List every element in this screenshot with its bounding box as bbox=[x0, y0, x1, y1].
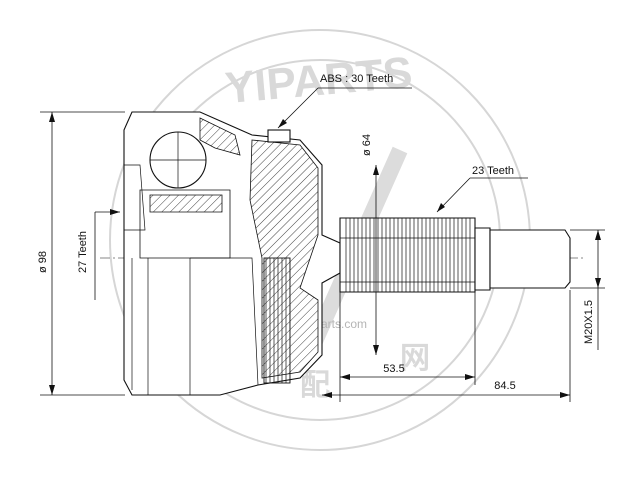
dim-diameter-64: ø 64 bbox=[361, 134, 379, 355]
abs-tooth-band bbox=[263, 257, 291, 384]
shaft-collar bbox=[474, 227, 491, 291]
callout-abs: ABS : 30 Teeth bbox=[277, 73, 412, 129]
bell-housing bbox=[123, 111, 341, 396]
abs-label: ABS : 30 Teeth bbox=[320, 73, 393, 85]
dim-53-label: 53.5 bbox=[383, 363, 404, 375]
threaded-end bbox=[489, 229, 571, 289]
splined-shaft bbox=[339, 217, 571, 293]
dim-length-53-5: 53.5 bbox=[339, 292, 476, 402]
dim-98-label: ø 98 bbox=[37, 251, 49, 273]
ball-crosshair bbox=[150, 132, 206, 188]
callout-outer-teeth: 23 Teeth bbox=[436, 165, 528, 213]
thread-label: M20X1.5 bbox=[583, 300, 595, 344]
housing-inner-edge bbox=[124, 164, 146, 231]
abs-ring bbox=[263, 129, 291, 384]
watermark-char-3: 网 bbox=[400, 342, 430, 375]
dim-inner-teeth: 27 Teeth bbox=[77, 209, 120, 300]
housing-shoulder bbox=[190, 257, 259, 386]
dim-thread: M20X1.5 bbox=[570, 229, 605, 350]
spline-teeth bbox=[345, 218, 473, 292]
dim-diameter-98: ø 98 bbox=[37, 111, 125, 396]
dim-64-label: ø 64 bbox=[361, 134, 373, 156]
dim-27-arrow bbox=[110, 209, 120, 215]
outer-teeth-label: 23 Teeth bbox=[472, 165, 514, 177]
watermark-char-2: 配 bbox=[300, 369, 330, 402]
abs-arrow bbox=[278, 119, 287, 128]
outer-teeth-arrow bbox=[437, 203, 445, 212]
upper-rim-hatch bbox=[199, 117, 241, 156]
dim-84-label: 84.5 bbox=[494, 380, 515, 392]
dim-27-label: 27 Teeth bbox=[77, 231, 89, 273]
dim-length-84-5: 84.5 bbox=[322, 290, 571, 402]
abs-top-tab bbox=[267, 129, 291, 143]
cage-hatch bbox=[149, 194, 223, 213]
